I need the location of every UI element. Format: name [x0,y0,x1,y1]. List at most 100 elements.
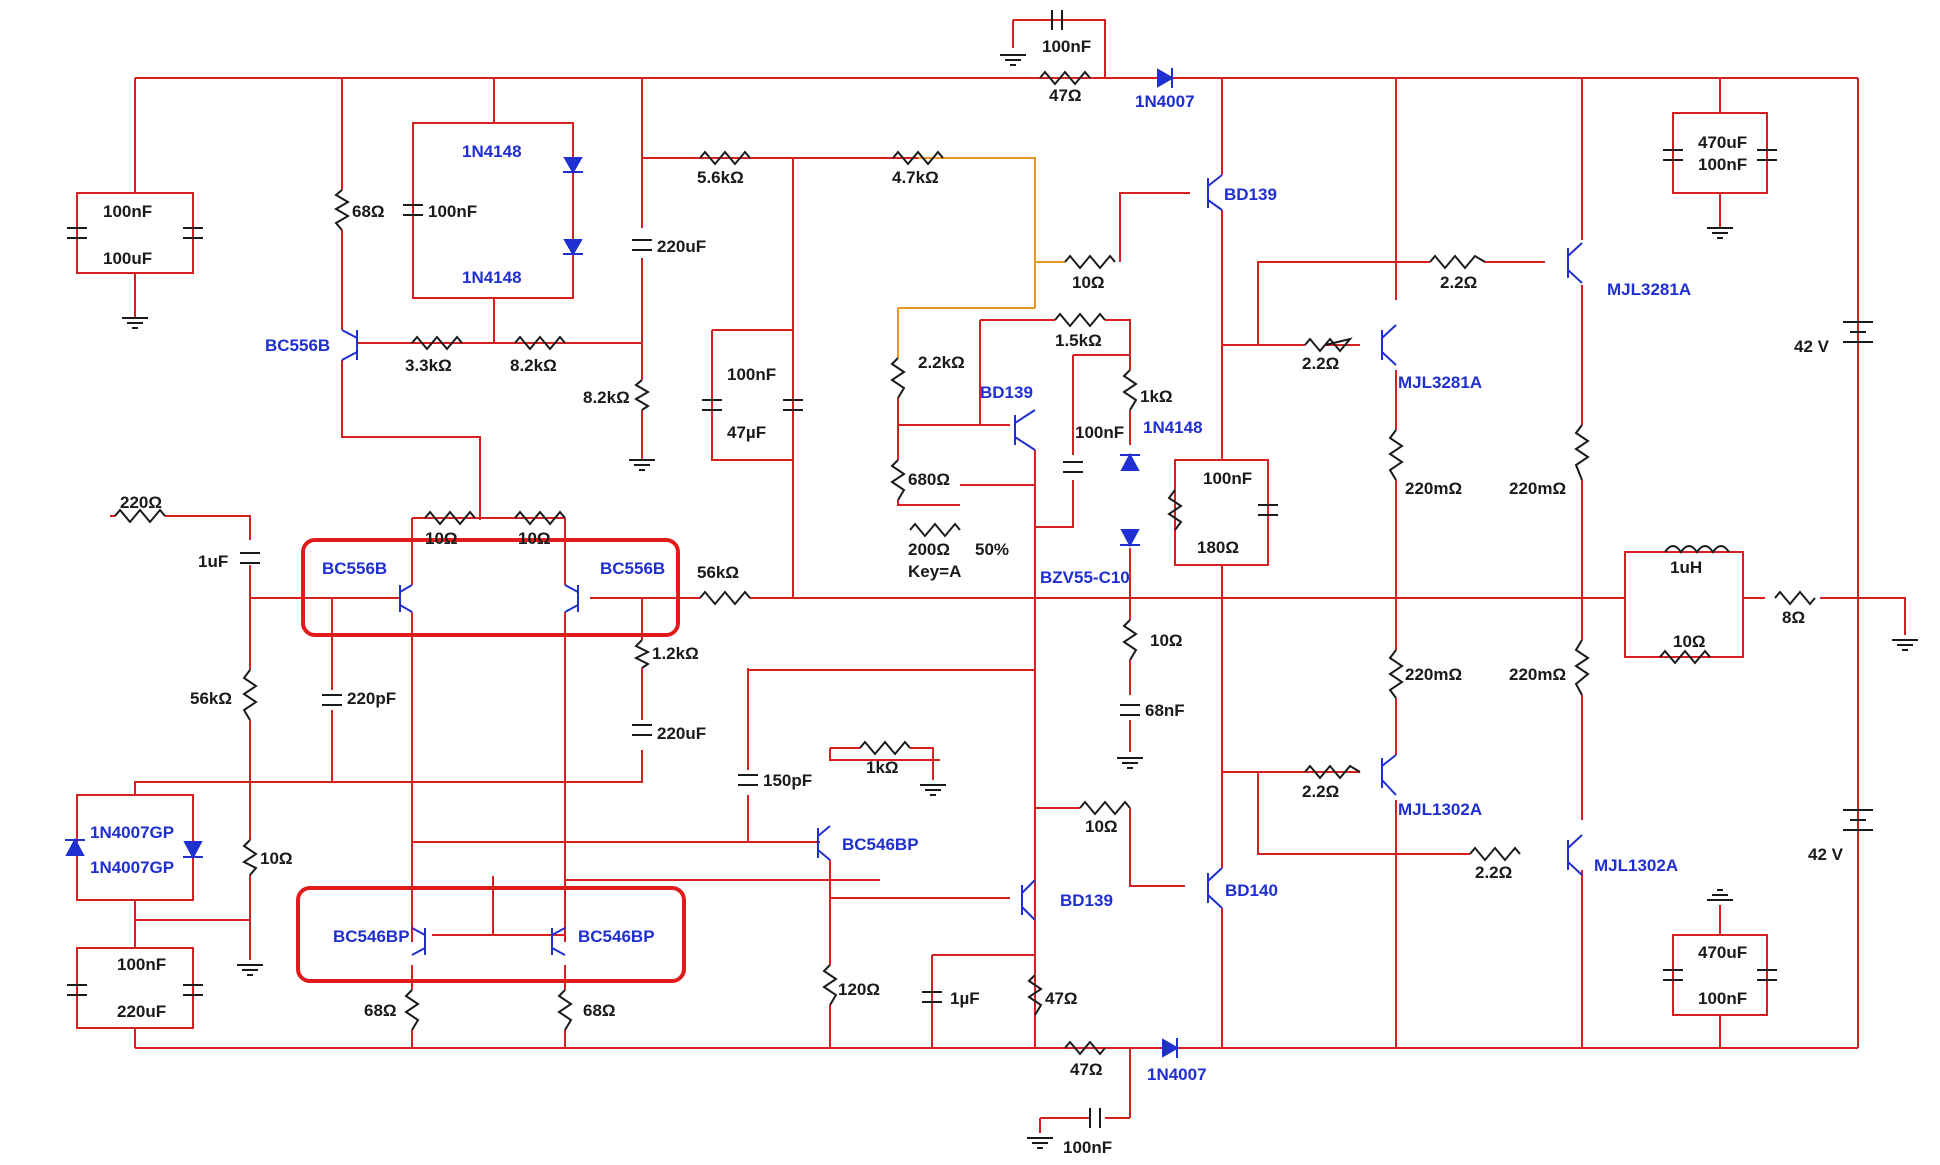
label-c-left-bot: 100uF [103,249,152,268]
resistor-3-3k [411,335,463,351]
resistor-68-r [557,989,573,1031]
label-r68-l: 68Ω [364,1001,397,1020]
transistor-bc556-r [564,584,579,613]
capacitor-220p [322,694,342,706]
capacitor-220u [632,239,652,251]
resistor-68-l [404,989,420,1031]
resistor-10-c [1079,800,1131,816]
resistor-2-2c [1304,764,1361,780]
capacitor-bot-100n [1089,1108,1101,1128]
resistor-47-bot [1064,1040,1106,1056]
capacitor-top-100n [1051,10,1063,30]
label-zener: BZV55-C10 [1040,568,1130,587]
label-r220: 220Ω [120,493,162,512]
ground-load [1892,639,1918,651]
resistor-1-5k [1054,312,1106,328]
label-r180: 180Ω [1197,538,1239,557]
transistor-bd139-top [1207,174,1223,211]
label-r-e1: 220mΩ [1405,479,1462,498]
label-c220u-fb: 220uF [657,724,706,743]
transistor-bc546-vas [817,825,831,861]
capacitor-150p [738,774,758,786]
label-c47u: 47µF [727,423,766,442]
label-r22k: 2.2kΩ [918,353,965,372]
label-r680: 680Ω [908,470,950,489]
label-q-bc556-top: BC556B [265,336,330,355]
highlight-box-bottom-pair [296,886,686,983]
transistor-bc546-r [551,927,566,956]
transistor-mjl1302-a [1381,754,1397,796]
resistors [114,70,1816,1056]
ground-right-bot [1707,889,1733,901]
capacitor-47u [783,399,803,411]
transistor-bc546-l [411,927,426,956]
capacitor-l2-b [183,984,203,996]
transistor-mjl1302-b [1567,834,1583,876]
capacitor-l2-a [67,984,87,996]
label-d-bot: 1N4007 [1147,1065,1207,1084]
label-c100n-b: 100nF [727,365,776,384]
ground-82k [629,459,655,471]
capacitor-100n-b [702,399,722,411]
label-r120: 120Ω [838,980,880,999]
label-q-bd139-mid: BD139 [980,383,1033,402]
resistor-47-top [1039,70,1091,86]
label-r10x: 10Ω [425,529,458,548]
diode-1n4007gp-a [65,837,85,856]
resistor-680 [890,459,906,501]
resistor-2-2a [1429,254,1486,270]
resistor-220 [114,508,166,524]
potentiometer-200 [909,522,961,538]
label-key: Key=A [908,562,961,581]
label-r10y: 10Ω [518,529,551,548]
label-r-load: 8Ω [1782,608,1805,627]
label-r56k-fb: 56kΩ [697,563,739,582]
label-q-bd140: BD140 [1225,881,1278,900]
label-c470-b: 470uF [1698,943,1747,962]
label-d-gp-b: 1N4007GP [90,858,174,877]
label-d-1n4148: 1N4148 [1143,418,1203,437]
label-r12k: 1.2kΩ [652,644,699,663]
resistor-4-7k [892,150,944,166]
zener-bzv55 [1120,529,1140,548]
ground-bottom [1027,1137,1053,1149]
resistor-10-l [1659,649,1711,665]
capacitor-out-100n [1258,504,1278,516]
resistor-120 [822,964,838,1006]
label-r2-2d: 2.2Ω [1475,863,1512,882]
capacitor-r-100-b [1757,969,1777,981]
label-r15k: 1.5kΩ [1055,331,1102,350]
resistor-220m-1 [1388,429,1404,481]
label-q-bc556-r: BC556B [600,559,665,578]
label-r47k: 4.7kΩ [892,168,939,187]
label-v-bot: 42 V [1808,845,1844,864]
diode-1n4148-v [1120,452,1140,471]
label-q-bc546-l: BC546BP [333,927,410,946]
label-q-mjl1302-b: MJL1302A [1594,856,1678,875]
capacitor-r-470-b [1663,969,1683,981]
diode-1n4148-b [563,239,583,257]
label-r2-2b: 2.2Ω [1302,354,1339,373]
label-pot-pct: 50% [975,540,1009,559]
label-r68: 68Ω [352,202,385,221]
resistor-8-2k-b [634,379,650,411]
label-r10-c: 10Ω [1085,817,1118,836]
label-c1u: 1uF [198,552,228,571]
capacitors [67,10,1777,1128]
resistor-2-2k [890,357,906,399]
label-c-mid: 100nF [428,202,477,221]
highlight-box-top-pair [301,538,680,637]
label-r2-2a: 2.2Ω [1440,273,1477,292]
resistor-180 [1167,489,1183,531]
capacitor-r-470-t [1663,149,1683,161]
resistor-220m-3 [1388,649,1404,699]
resistor-56k-in [242,669,258,721]
capacitor-68n [1120,704,1140,716]
resistor-10y [514,510,566,526]
diode-1n4007gp-b [183,841,203,860]
label-r-e2: 220mΩ [1509,479,1566,498]
label-r56k-in: 56kΩ [190,689,232,708]
label-q-bc546-r: BC546BP [578,927,655,946]
resistor-47-e [1027,974,1043,1016]
label-d-b: 1N4148 [462,268,522,287]
